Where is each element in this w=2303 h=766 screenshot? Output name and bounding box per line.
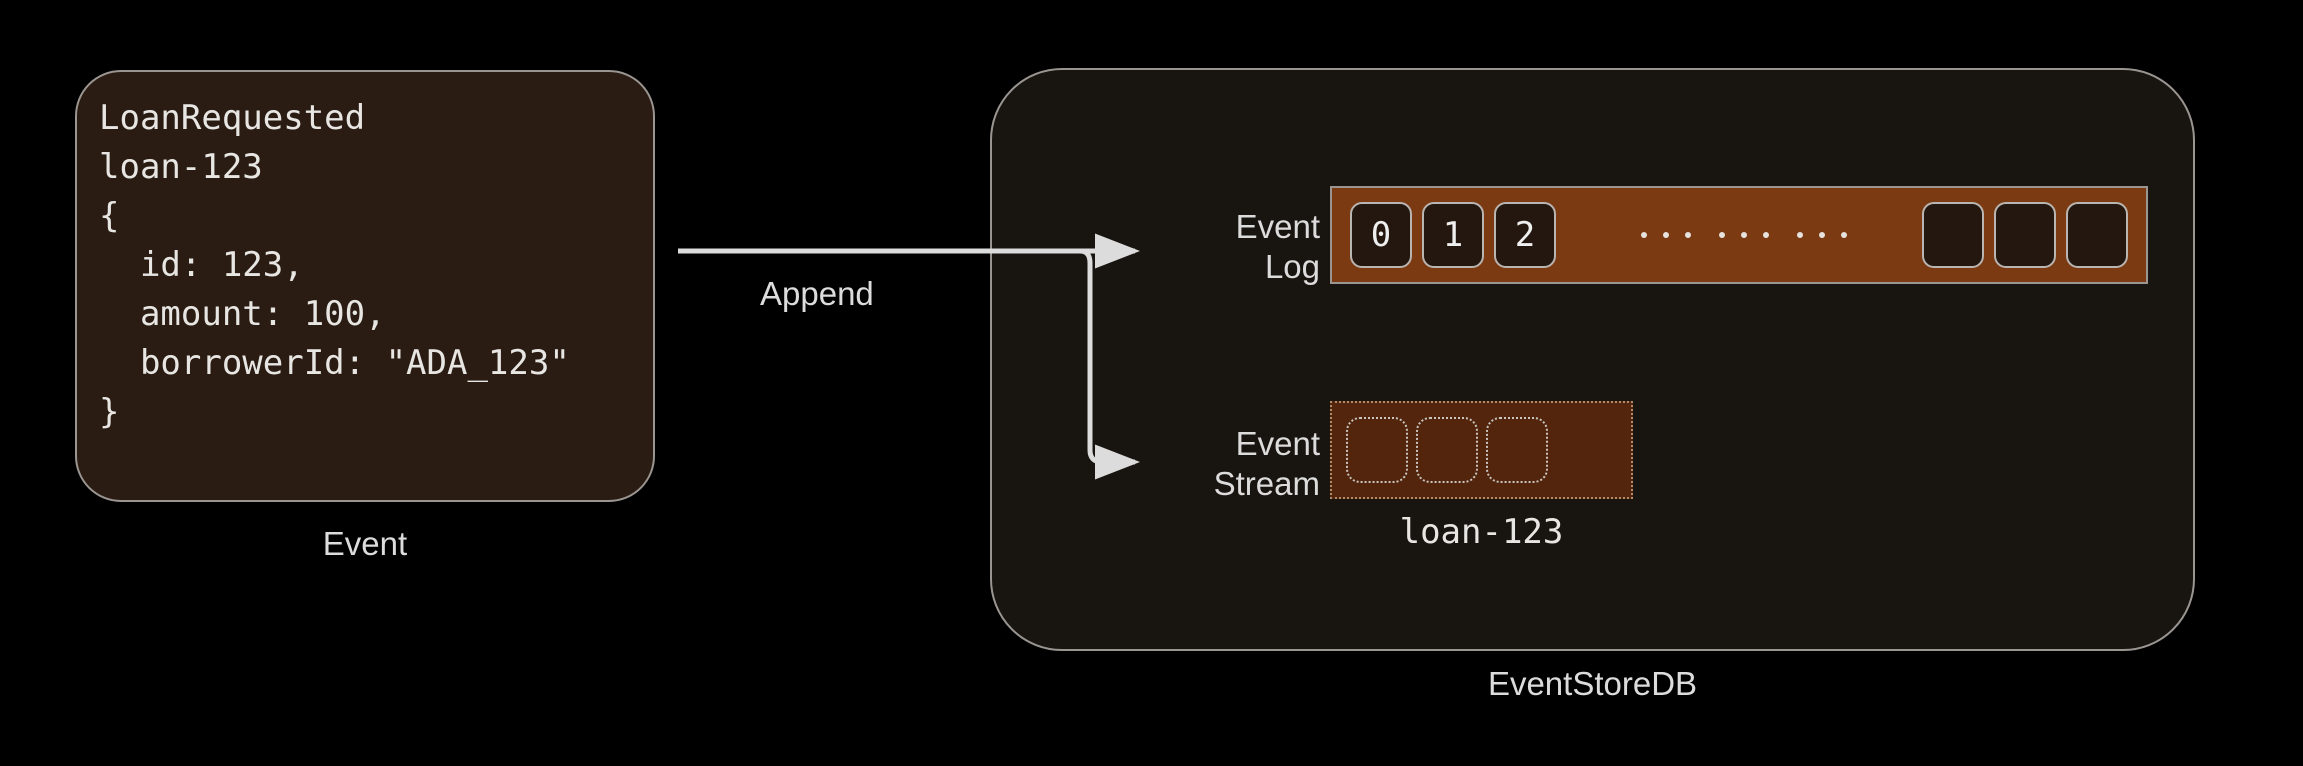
- ellipsis-dot: [1719, 232, 1725, 238]
- event-log-cell-2: 2: [1494, 202, 1556, 268]
- ellipsis-group: [1797, 232, 1847, 238]
- ellipsis-dot: [1763, 232, 1769, 238]
- event-log-label: Event Log: [1235, 208, 1320, 285]
- event-log-cell-0: 0: [1350, 202, 1412, 268]
- eventstoredb-container: [990, 68, 2195, 651]
- ellipsis-dot: [1797, 232, 1803, 238]
- event-card-caption: Event: [322, 525, 408, 562]
- eventstoredb-caption: EventStoreDB: [1487, 665, 1698, 702]
- event-log-cell-1: 1: [1422, 202, 1484, 268]
- event-log-empty-cells: [1922, 202, 2128, 268]
- ellipsis-dot: [1685, 232, 1691, 238]
- event-log-empty-cell: [2066, 202, 2128, 268]
- event-stream-caption: loan-123: [1399, 512, 1564, 552]
- ellipsis-dot: [1819, 232, 1825, 238]
- event-stream-bar: [1330, 401, 1633, 499]
- append-label: Append: [760, 275, 874, 312]
- ellipsis-group: [1641, 232, 1691, 238]
- ellipsis-dot: [1841, 232, 1847, 238]
- event-stream-cell: [1346, 417, 1408, 483]
- event-log-ellipsis: [1572, 232, 1916, 238]
- event-log-empty-cell: [1922, 202, 1984, 268]
- event-log-empty-cell: [1994, 202, 2056, 268]
- ellipsis-dot: [1641, 232, 1647, 238]
- event-stream-cell: [1486, 417, 1548, 483]
- event-stream-label: Event Stream: [1213, 425, 1320, 502]
- ellipsis-dot: [1741, 232, 1747, 238]
- event-payload-code: LoanRequested loan-123 { id: 123, amount…: [99, 98, 570, 432]
- event-log-bar: 0 1 2: [1330, 186, 2148, 284]
- ellipsis-group: [1719, 232, 1769, 238]
- event-card: LoanRequested loan-123 { id: 123, amount…: [75, 70, 655, 502]
- ellipsis-dot: [1663, 232, 1669, 238]
- event-stream-cell: [1416, 417, 1478, 483]
